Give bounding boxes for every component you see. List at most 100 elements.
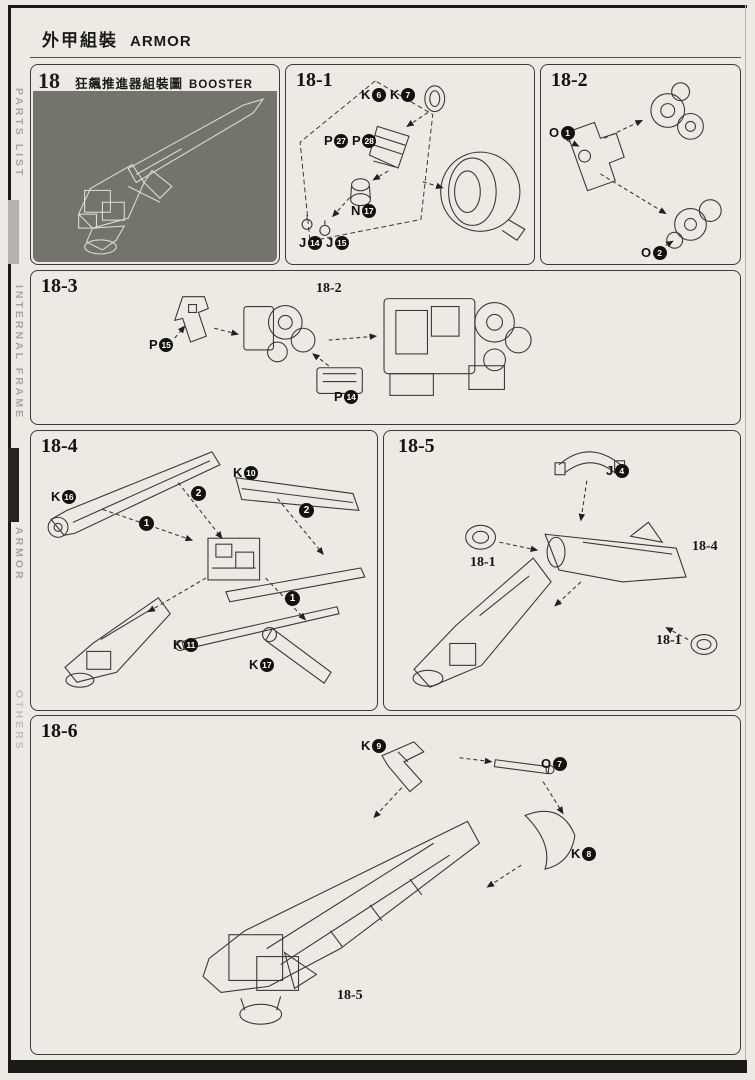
part-label-k17: K 17	[249, 657, 274, 672]
part-label-o7: O 7	[541, 756, 567, 771]
header-rule	[30, 57, 741, 58]
part-number: 14	[307, 235, 322, 250]
part-number: 6	[371, 87, 386, 102]
part-label-k9: K 9	[361, 738, 386, 753]
step-18-5-label: 18-5	[398, 435, 435, 457]
booster-illustration	[77, 98, 265, 255]
part-number: 16	[61, 489, 76, 504]
part-letter: K	[390, 87, 400, 102]
part-number: 17	[259, 657, 274, 672]
step-18-5-illustration	[412, 451, 718, 688]
step-18-2-label: 18-2	[551, 69, 588, 91]
part-number: 10	[243, 465, 258, 480]
page-header: 外甲組裝 ARMOR	[42, 26, 192, 51]
part-number: 1	[560, 125, 575, 140]
part-label-k6: K 6	[361, 87, 386, 102]
part-letter: K	[249, 657, 259, 672]
part-letter: K	[361, 738, 371, 753]
step-18-panel: 18 狂飆推進器組裝圖 BOOSTER	[30, 64, 280, 265]
part-letter: P	[334, 389, 343, 404]
sidebar-tab-internal-frame: INTERNAL FRAME	[13, 285, 25, 421]
part-label-p15: P 15	[149, 337, 174, 352]
part-label-n17: N 17	[351, 203, 376, 218]
step-18-6-illustration	[202, 741, 576, 1025]
step-18-1-panel: 18-1 K 6 K 7 P 27 P 28 N 17 J 14 J 15	[285, 64, 535, 265]
assembly-callout-1: 1	[139, 516, 154, 531]
step-18-6-label: 18-6	[41, 720, 78, 742]
part-number: 27	[334, 133, 349, 148]
page-border-top	[8, 5, 747, 8]
part-number: 9	[371, 738, 386, 753]
assembly-callout-2b: 2	[299, 503, 314, 518]
part-number: 7	[552, 756, 567, 771]
part-label-k11: K 11	[173, 637, 198, 652]
part-number: 17	[361, 203, 376, 218]
part-number: 28	[362, 133, 377, 148]
page-border-left	[8, 5, 11, 1072]
part-label-j14: J 14	[299, 235, 322, 250]
ref-18-4: 18-4	[692, 539, 718, 554]
part-letter: K	[173, 637, 183, 652]
step-18-4-panel: 18-4 K 16 K 10 K 11 K 17 1 2 2 1	[30, 430, 378, 711]
part-number: 7	[400, 87, 415, 102]
part-letter: J	[326, 235, 334, 250]
step-18-4-illustration	[47, 451, 366, 688]
ref-18-5: 18-5	[337, 988, 363, 1003]
part-label-j4: J 4	[606, 463, 629, 478]
part-number: 4	[614, 463, 629, 478]
part-letter: O	[549, 125, 560, 140]
step-18-1-illustration	[299, 80, 526, 242]
assembly-callout-1b: 1	[285, 591, 300, 606]
step-18-3-label: 18-3	[41, 275, 78, 297]
part-number: 15	[334, 235, 349, 250]
step-18-5-panel: 18-5 J 4 18-1 18-4 18-1	[383, 430, 741, 711]
page-border-bottom	[8, 1060, 747, 1073]
part-number: 14	[344, 389, 359, 404]
part-label-p14: P 14	[334, 389, 359, 404]
part-label-p28: P 28	[352, 133, 377, 148]
step-18-1-label: 18-1	[296, 69, 333, 91]
part-label-k10: K 10	[233, 465, 258, 480]
part-letter: K	[51, 489, 61, 504]
parts-list-tab-marker	[8, 200, 19, 264]
step-18-2-illustration	[566, 82, 722, 250]
part-letter: O	[641, 245, 652, 260]
part-letter: P	[324, 133, 333, 148]
sidebar-tab-armor: ARMOR	[13, 527, 25, 582]
assembly-callout-2: 2	[191, 486, 206, 501]
part-letter: K	[361, 87, 371, 102]
part-label-j15: J 15	[326, 235, 349, 250]
ref-18-2: 18-2	[316, 281, 342, 296]
part-letter: P	[352, 133, 361, 148]
part-letter: P	[149, 337, 158, 352]
part-number: 2	[652, 245, 667, 260]
part-label-k7: K 7	[390, 87, 415, 102]
part-letter: K	[233, 465, 243, 480]
step-18-3-illustration	[173, 296, 532, 396]
sidebar-tab-others: OTHERS	[13, 690, 25, 752]
part-letter: N	[351, 203, 361, 218]
page-border-right	[745, 5, 746, 1060]
step-18-2-panel: 18-2 O 1 O 2	[540, 64, 741, 265]
part-label-o1: O 1	[549, 125, 575, 140]
step-18-title-cjk: 狂飆推進器組裝圖	[75, 77, 184, 91]
section-title-cjk: 外甲組裝	[42, 31, 118, 50]
step-18-number: 18	[38, 68, 60, 93]
ref-18-1-a: 18-1	[470, 555, 496, 570]
part-number: 11	[183, 637, 198, 652]
part-label-o2: O 2	[641, 245, 667, 260]
sidebar-tab-parts-list: PARTS LIST	[13, 88, 25, 179]
part-label-k8: K 8	[571, 846, 596, 861]
ref-18-1-b: 18-1	[656, 633, 682, 648]
step-18-3-panel: 18-3 18-2 P 15 P 14	[30, 270, 741, 425]
step-18-title-en: BOOSTER	[189, 79, 253, 91]
armor-tab-marker	[8, 448, 19, 522]
section-title-en: ARMOR	[130, 33, 192, 50]
part-label-k16: K 16	[51, 489, 76, 504]
booster-photo-panel	[33, 91, 277, 262]
step-18-6-panel: 18-6 K 9 O 7 K 8 18-5	[30, 715, 741, 1055]
step-18-title: 狂飆推進器組裝圖 BOOSTER	[75, 73, 253, 92]
part-letter: O	[541, 756, 552, 771]
part-letter: J	[606, 463, 614, 478]
